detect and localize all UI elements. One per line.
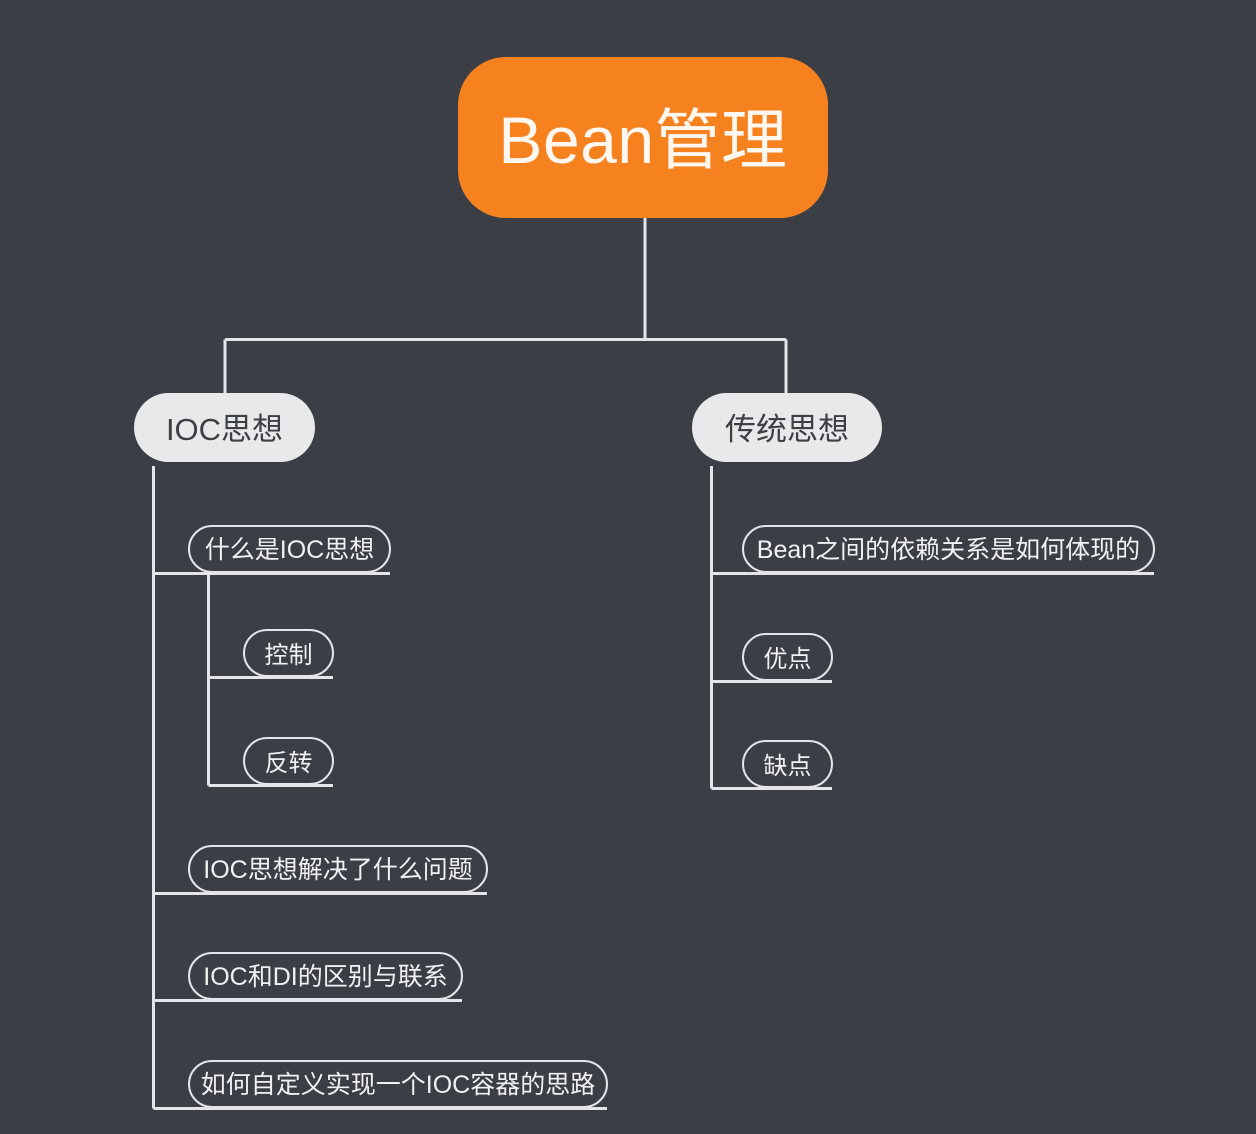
leaf-node-ioc-solves[interactable]: IOC思想解决了什么问题 [188,845,488,893]
leaf-node-control-label: 控制 [264,641,313,669]
leaf-node-invert[interactable]: 反转 [243,737,334,785]
leaf-node-custom-ioc-container-label: 如何自定义实现一个IOC容器的思路 [200,1071,596,1099]
leaf-node-bean-dependency-label: Bean之间的依赖关系是如何体现的 [756,536,1141,564]
leaf-node-ioc-vs-di[interactable]: IOC和DI的区别与联系 [188,952,463,1000]
leaf-node-ioc-vs-di-label: IOC和DI的区别与联系 [203,963,448,991]
root-node-label: Bean管理 [498,102,788,177]
branch-node-ioc-label: IOC思想 [165,412,284,447]
branch-node-traditional-label: 传统思想 [725,412,849,447]
root-node-bean-management[interactable]: Bean管理 [458,57,828,218]
leaf-node-disadvantages-label: 缺点 [763,752,812,780]
leaf-node-control[interactable]: 控制 [243,629,334,677]
leaf-node-what-is-ioc-label: 什么是IOC思想 [204,536,375,564]
leaf-node-what-is-ioc[interactable]: 什么是IOC思想 [188,525,391,573]
leaf-node-bean-dependency[interactable]: Bean之间的依赖关系是如何体现的 [742,525,1155,573]
leaf-node-ioc-solves-label: IOC思想解决了什么问题 [203,856,473,884]
leaf-node-disadvantages[interactable]: 缺点 [742,740,833,788]
branch-node-ioc[interactable]: IOC思想 [134,393,315,462]
leaf-node-advantages-label: 优点 [763,645,812,673]
leaf-node-custom-ioc-container[interactable]: 如何自定义实现一个IOC容器的思路 [188,1060,608,1108]
leaf-node-invert-label: 反转 [264,749,313,777]
branch-node-traditional[interactable]: 传统思想 [692,393,882,462]
leaf-node-advantages[interactable]: 优点 [742,633,833,681]
